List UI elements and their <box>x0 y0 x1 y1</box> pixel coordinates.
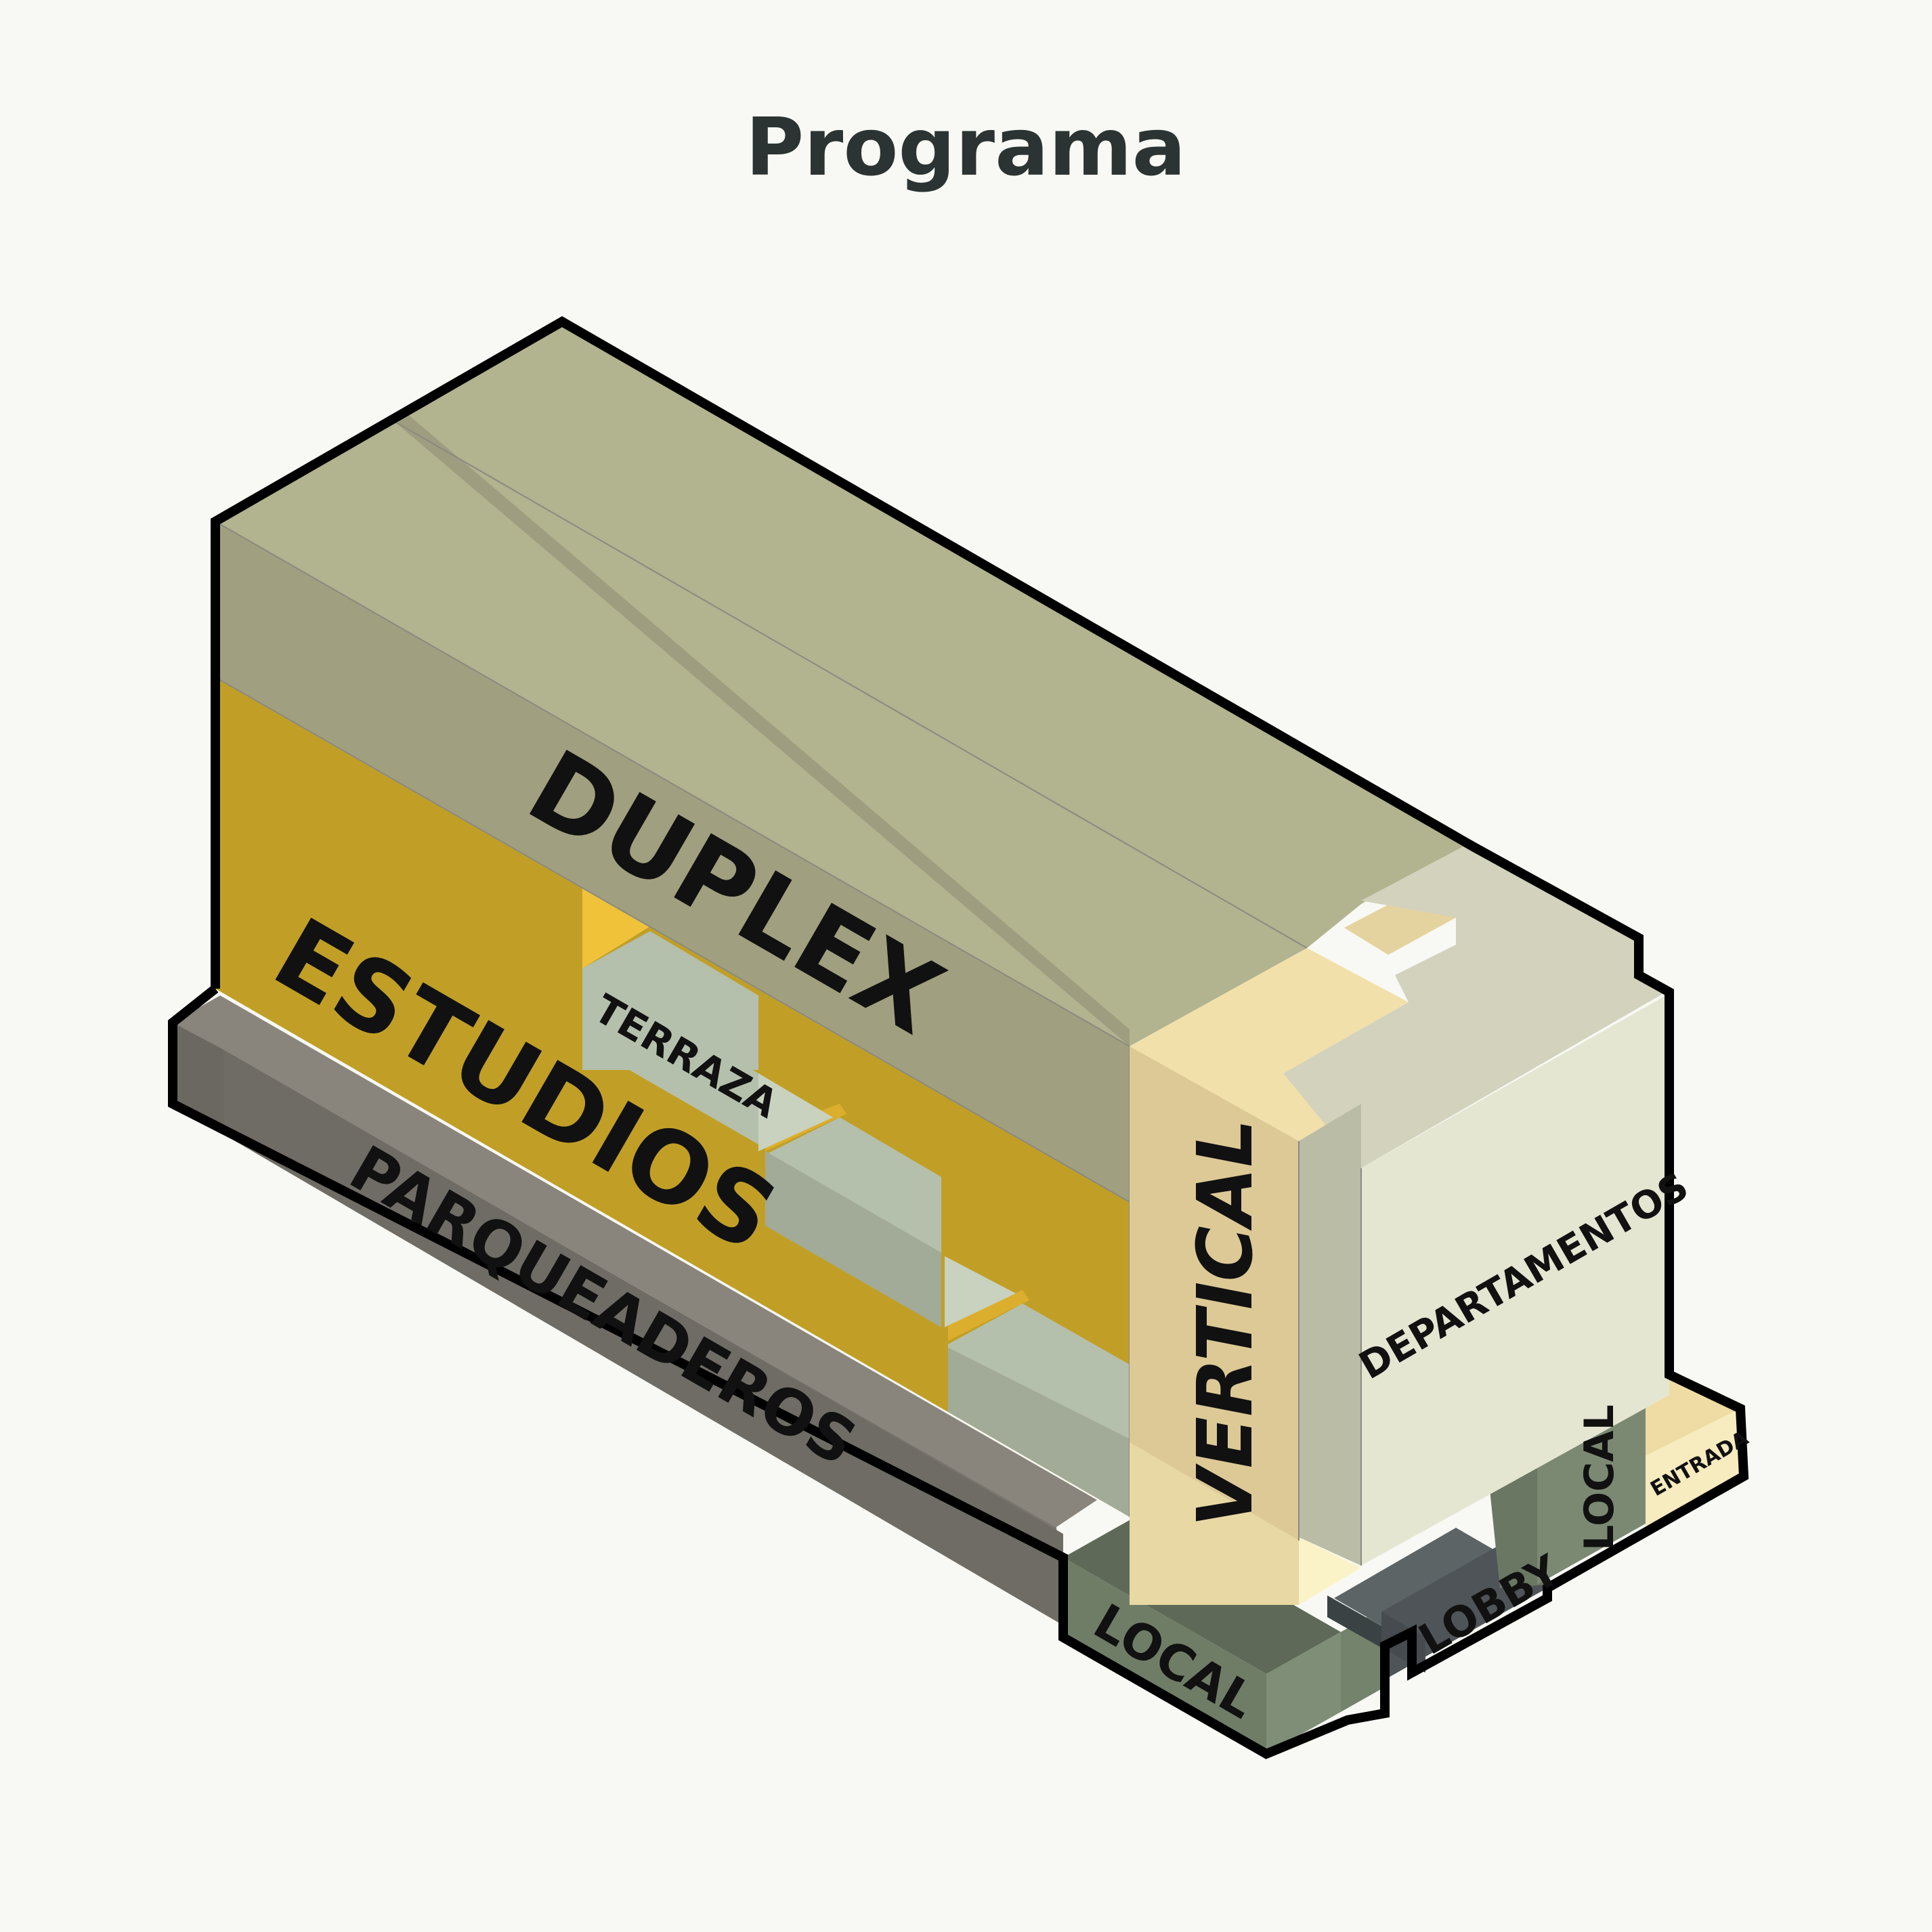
diagram-title: Programa <box>746 100 1186 194</box>
building-outline <box>168 316 1749 1759</box>
terraza-volumes <box>582 931 1130 1517</box>
vertical-volume <box>1130 890 1456 1605</box>
parqueaderos-volume <box>173 995 1097 1625</box>
entrada-volume <box>1646 1368 1740 1527</box>
duplex-volume <box>215 322 1469 1202</box>
departamentos-volume <box>1283 843 1669 1566</box>
label-local-side: LOCAL <box>1576 1404 1623 1551</box>
label-vertical: VERTICAL <box>1182 1119 1270 1527</box>
